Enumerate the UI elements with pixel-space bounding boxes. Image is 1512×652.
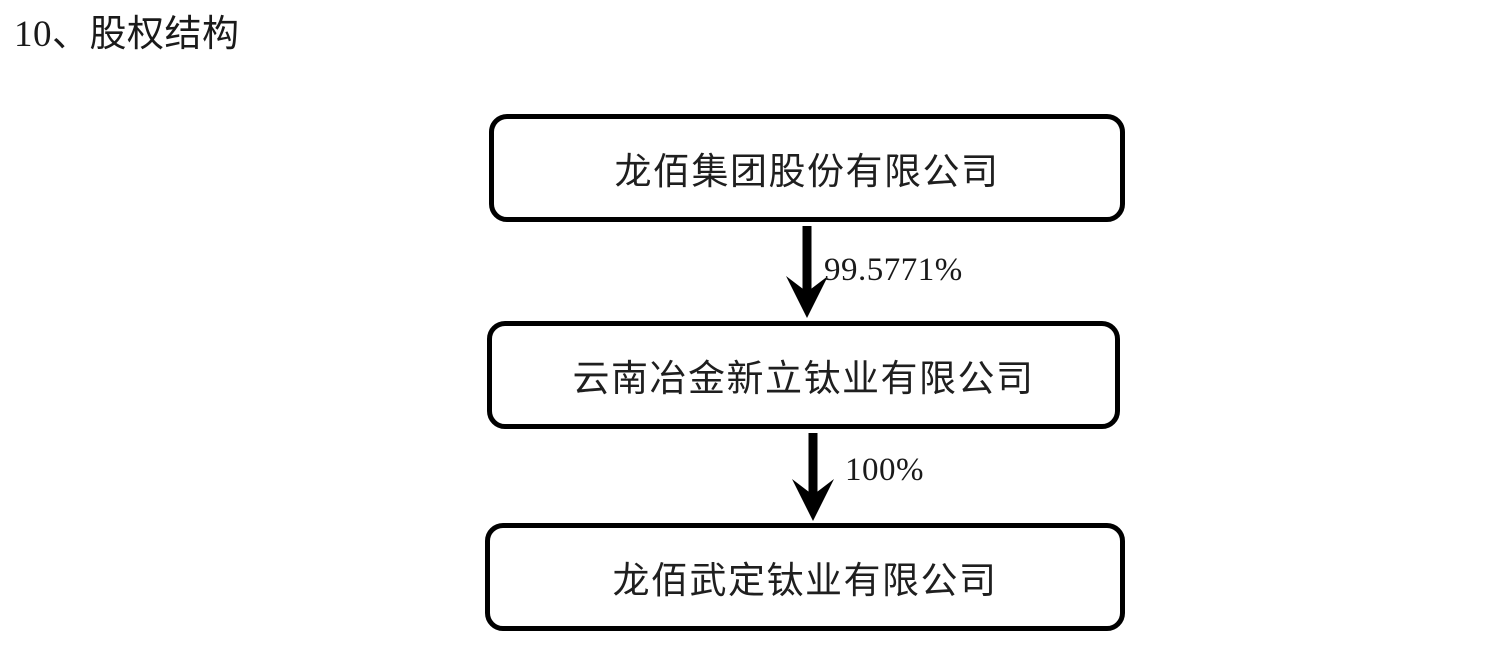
entity-node-mid[interactable]: 云南冶金新立钛业有限公司 (487, 321, 1120, 429)
entity-node-child-label: 龙佰武定钛业有限公司 (612, 561, 998, 602)
entity-node-parent[interactable]: 龙佰集团股份有限公司 (489, 114, 1125, 222)
page-title: 10、股权结构 (14, 14, 240, 55)
down-arrow-icon (786, 431, 846, 523)
edge-label-mid-child: 100% (845, 452, 924, 488)
entity-node-mid-label: 云南冶金新立钛业有限公司 (572, 359, 1035, 400)
entity-node-child[interactable]: 龙佰武定钛业有限公司 (485, 523, 1125, 631)
entity-node-parent-label: 龙佰集团股份有限公司 (614, 152, 1000, 193)
edge-label-parent-mid: 99.5771% (824, 252, 963, 288)
down-arrow-icon (780, 224, 840, 320)
